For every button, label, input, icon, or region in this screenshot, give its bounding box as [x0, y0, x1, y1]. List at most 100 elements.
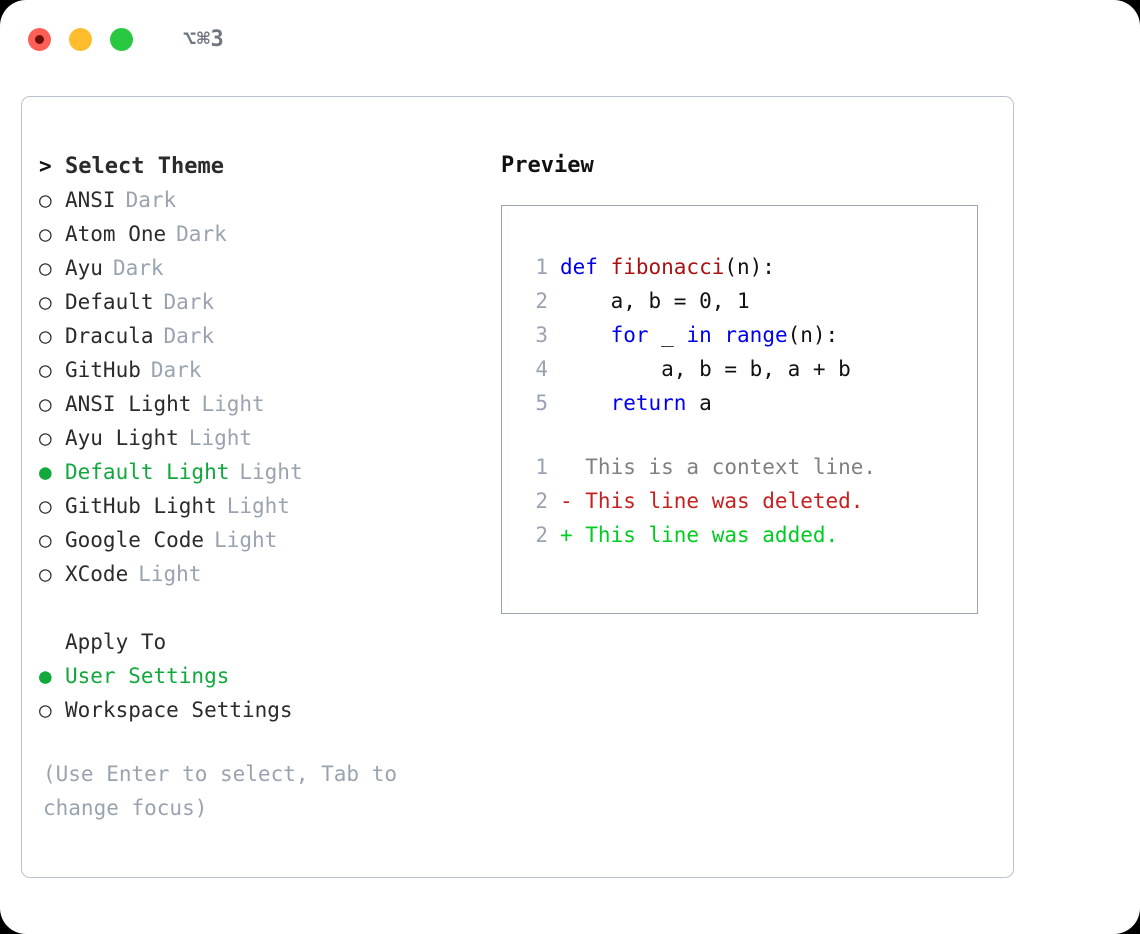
- section-spacer: [39, 591, 479, 625]
- zoom-window-button[interactable]: [110, 27, 133, 51]
- radio-empty-icon: ○: [39, 561, 52, 586]
- line-number: 2: [535, 523, 548, 547]
- theme-option-4[interactable]: ○ Dracula Dark: [39, 319, 479, 353]
- theme-option-tag: Light: [138, 562, 202, 586]
- apply-to-title: Apply To: [65, 630, 167, 654]
- code-token-txt: [560, 323, 611, 347]
- code-line-2: 2 a, b = 0, 1: [518, 284, 977, 318]
- radio-empty-icon: ○: [39, 425, 52, 450]
- radio-selected-icon: ●: [39, 663, 52, 688]
- code-token-kw: in: [686, 323, 725, 347]
- code-text: a, b = b, a + b: [560, 357, 851, 381]
- code-token-txt: a, b = 0, 1: [560, 289, 750, 313]
- theme-option-label: GitHub: [65, 358, 141, 382]
- line-number: 1: [535, 455, 548, 479]
- keyboard-shortcut-label: ⌥⌘3: [183, 26, 225, 52]
- code-token-kw: def: [560, 255, 611, 279]
- theme-option-tag: Dark: [163, 290, 215, 314]
- theme-option-label: Dracula: [65, 324, 154, 348]
- apply-to-list: ● User Settings ○Workspace Settings: [39, 659, 479, 727]
- select-theme-header: > Select Theme: [39, 149, 479, 183]
- code-text: def fibonacci(n):: [560, 255, 775, 279]
- theme-option-label: Default: [65, 290, 154, 314]
- line-number: 3: [535, 323, 548, 347]
- code-text: a, b = 0, 1: [560, 289, 750, 313]
- theme-option-label: Ayu: [65, 256, 103, 280]
- code-token-txt: a, b = b, a + b: [560, 357, 851, 381]
- close-window-button[interactable]: [28, 27, 51, 51]
- code-line-4: 4 a, b = b, a + b: [518, 352, 977, 386]
- theme-option-tag: Dark: [112, 256, 164, 280]
- apply-to-option-label: Workspace Settings: [65, 698, 293, 722]
- code-text: for _ in range(n):: [560, 323, 839, 347]
- radio-empty-icon: ○: [39, 323, 52, 348]
- theme-option-5[interactable]: ○ GitHub Dark: [39, 353, 479, 387]
- code-token-txt: (n):: [724, 255, 775, 279]
- radio-selected-icon: ●: [39, 459, 52, 484]
- apply-to-option-1[interactable]: ○Workspace Settings: [39, 693, 479, 727]
- code-token-kw: for: [610, 323, 649, 347]
- caret-icon: >: [39, 153, 52, 178]
- code-line-5: 5 return a: [518, 386, 977, 420]
- apply-to-option-0[interactable]: ● User Settings: [39, 659, 479, 693]
- theme-option-label: GitHub Light: [65, 494, 217, 518]
- title-bar: ⌥⌘3: [0, 0, 1140, 78]
- diff-line-ctx: 1 This is a context line.: [518, 450, 977, 484]
- theme-option-label: Default Light: [65, 460, 230, 484]
- theme-option-tag: Light: [239, 460, 303, 484]
- theme-option-tag: Dark: [150, 358, 202, 382]
- diff-text: This is a context line.: [560, 455, 877, 479]
- theme-option-6[interactable]: ○ ANSI Light Light: [39, 387, 479, 421]
- theme-option-tag: Light: [201, 392, 265, 416]
- code-diff-spacer: [518, 420, 977, 450]
- select-theme-title: Select Theme: [65, 153, 224, 179]
- theme-option-tag: Light: [188, 426, 253, 450]
- apply-to-option-label: User Settings: [65, 664, 230, 688]
- theme-option-label: ANSI Light: [65, 392, 192, 416]
- apply-to-header: ○ Apply To: [39, 625, 479, 659]
- theme-option-tag: Dark: [163, 324, 215, 348]
- radio-empty-icon: ○: [39, 391, 52, 416]
- code-token-txt: a: [686, 391, 712, 415]
- line-number: 2: [535, 489, 548, 513]
- code-token-kw: return: [610, 391, 687, 415]
- theme-option-tag: Dark: [176, 222, 227, 246]
- radio-empty-icon: ○: [39, 493, 52, 518]
- diff-text: + This line was added.: [560, 523, 839, 547]
- line-number: 5: [535, 391, 548, 415]
- theme-option-8[interactable]: ● Default Light Light: [39, 455, 479, 489]
- minimize-window-button[interactable]: [69, 27, 92, 51]
- radio-empty-icon: ○: [39, 527, 52, 552]
- code-text: return a: [560, 391, 712, 415]
- code-line-3: 3 for _ in range(n):: [518, 318, 977, 352]
- radio-empty-icon: ○: [39, 255, 52, 280]
- diff-line-del: 2- This line was deleted.: [518, 484, 977, 518]
- code-token-txt: _: [648, 323, 687, 347]
- radio-empty-icon: ○: [39, 187, 52, 212]
- code-token-txt: (n):: [787, 323, 839, 347]
- theme-option-9[interactable]: ○ GitHub Light Light: [39, 489, 479, 523]
- theme-option-label: Atom One: [65, 222, 167, 246]
- theme-option-label: ANSI: [65, 188, 116, 212]
- radio-empty-icon: ○: [39, 357, 52, 382]
- theme-option-tag: Light: [214, 528, 278, 552]
- diff-line-add: 2 + This line was added.: [518, 518, 977, 552]
- keyboard-hint: (Use Enter to select, Tab to change focu…: [43, 762, 410, 820]
- theme-option-tag: Light: [226, 494, 290, 518]
- diff-sample: 1 This is a context line.2- This line wa…: [518, 450, 977, 552]
- line-number: 1: [535, 255, 548, 279]
- code-token-kw: range: [724, 323, 788, 347]
- line-number: 2: [535, 289, 548, 313]
- theme-option-2[interactable]: ○ Ayu Dark: [39, 251, 479, 285]
